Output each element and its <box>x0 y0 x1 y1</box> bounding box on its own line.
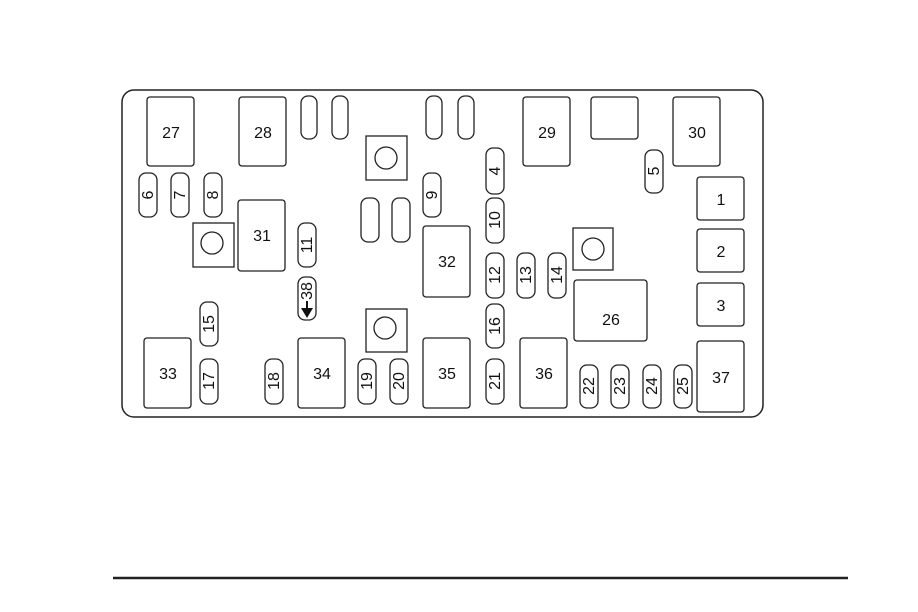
fuse-25-label: 25 <box>675 377 692 395</box>
unlabeled-fuse-slot <box>425 95 443 140</box>
fuse-3: 3 <box>696 282 745 327</box>
relay-30-label: 30 <box>688 125 706 142</box>
unlabeled-fuse-slot <box>331 95 349 140</box>
arrow-down-icon <box>301 301 313 318</box>
fuse-1: 1 <box>696 176 745 221</box>
fuse-22-label: 22 <box>581 377 598 395</box>
fuse-15-label: 15 <box>201 315 218 333</box>
fuse-6: 6 <box>138 172 158 218</box>
fuse-18: 18 <box>264 358 284 405</box>
fuse-16-label: 16 <box>487 317 504 335</box>
mounting-bolt <box>365 135 408 181</box>
fuse-18-label: 18 <box>266 372 283 390</box>
fuse-10-label: 10 <box>487 211 504 229</box>
mounting-bolt <box>192 222 235 268</box>
unlabeled-relay-slot <box>590 96 639 140</box>
fuse-23: 23 <box>610 364 630 409</box>
relay-33-label: 33 <box>159 366 177 383</box>
relay-33: 33 <box>143 337 192 409</box>
relay-34: 34 <box>297 337 346 409</box>
fuse-16: 16 <box>485 303 505 349</box>
unlabeled-fuse-slot <box>391 197 411 243</box>
fuse-20: 20 <box>389 358 409 405</box>
fuse-24-label: 24 <box>644 377 661 395</box>
unlabeled-fuse-slot <box>300 95 318 140</box>
mounting-bolt <box>572 227 614 271</box>
fuse-13-label: 13 <box>518 266 535 284</box>
fuse-38-label: 38 <box>299 282 316 300</box>
fuse-23-label: 23 <box>612 377 629 395</box>
relay-29-label: 29 <box>538 125 556 142</box>
fuse-10: 10 <box>485 197 505 244</box>
fuse-17: 17 <box>199 358 219 405</box>
fuse-11: 11 <box>297 222 317 268</box>
fuse-2-label: 2 <box>717 244 726 261</box>
relay-26: 26 <box>573 279 648 342</box>
relay-28: 28 <box>238 96 287 167</box>
fuse-22: 22 <box>579 364 599 409</box>
fuse-11-label: 11 <box>299 237 316 254</box>
relay-34-label: 34 <box>313 366 331 383</box>
fuse-5: 5 <box>644 149 664 194</box>
relay-37-label: 37 <box>712 370 730 387</box>
fuse-17-label: 17 <box>201 372 218 390</box>
relay-35: 35 <box>422 337 471 409</box>
fuse-19: 19 <box>357 358 377 405</box>
fuse-19-label: 19 <box>359 372 376 390</box>
fuse-6-label: 6 <box>140 190 157 199</box>
fuse-21-label: 21 <box>487 372 504 390</box>
fuse-14-label: 14 <box>549 266 566 284</box>
relay-37: 37 <box>696 340 745 413</box>
unlabeled-fuse-slot <box>457 95 475 140</box>
relay-36: 36 <box>519 337 568 409</box>
fuse-25: 25 <box>673 364 693 409</box>
fuse-2: 2 <box>696 228 745 273</box>
mounting-bolt <box>365 308 408 353</box>
fuse-38: 38 <box>297 276 317 321</box>
relay-32-label: 32 <box>438 254 456 271</box>
fuse-4: 4 <box>485 147 505 195</box>
fuse-21: 21 <box>485 358 505 405</box>
fuse-12-label: 12 <box>487 266 504 284</box>
fuse-1-label: 1 <box>717 192 726 209</box>
fuse-4-label: 4 <box>487 166 504 175</box>
relay-35-label: 35 <box>438 366 456 383</box>
fuse-24: 24 <box>642 364 662 409</box>
relay-27-label: 27 <box>162 125 180 142</box>
fuse-14: 14 <box>547 252 567 299</box>
relay-32: 32 <box>422 225 471 298</box>
fuse-15: 15 <box>199 301 219 347</box>
fuse-9: 9 <box>422 172 442 218</box>
relay-30: 30 <box>672 96 721 167</box>
fuse-5-label: 5 <box>646 166 663 175</box>
relay-31-label: 31 <box>253 228 271 245</box>
fuse-7-label: 7 <box>172 190 189 199</box>
fuse-13: 13 <box>516 252 536 299</box>
relay-28-label: 28 <box>254 125 272 142</box>
relay-31: 31 <box>237 199 286 272</box>
fuse-3-label: 3 <box>717 298 726 315</box>
fuse-9-label: 9 <box>424 190 441 199</box>
relay-27: 27 <box>146 96 195 167</box>
fuse-7: 7 <box>170 172 190 218</box>
fuse-12: 12 <box>485 252 505 299</box>
relay-36-label: 36 <box>535 366 553 383</box>
unlabeled-fuse-slot <box>360 197 380 243</box>
relay-26-label: 26 <box>602 312 620 329</box>
fuse-20-label: 20 <box>391 372 408 390</box>
relay-29: 29 <box>522 96 571 167</box>
fuse-8: 8 <box>203 172 223 218</box>
fuse-8-label: 8 <box>205 190 222 199</box>
